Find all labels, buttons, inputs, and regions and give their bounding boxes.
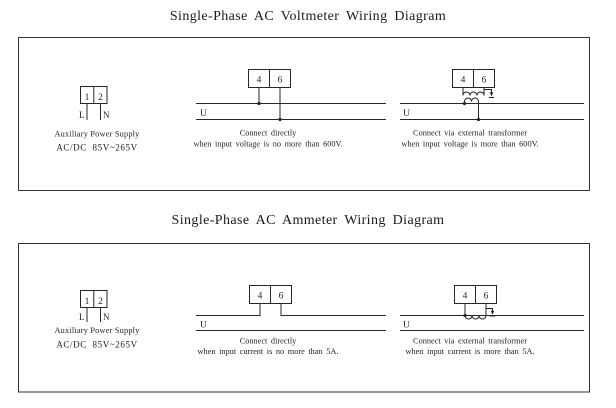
aux-lead-wires xyxy=(86,103,101,120)
voltmeter-section-title: Single-Phase AC Voltmeter Wiring Diagram xyxy=(169,9,447,24)
direct-bus-label: U xyxy=(200,109,207,119)
direct-terminal-6-label: 6 xyxy=(278,76,283,86)
direct-terminal-4-label: 4 xyxy=(258,292,263,302)
aux-live-label: L xyxy=(79,110,85,120)
aux-terminal-1-label: 1 xyxy=(85,297,90,307)
aux-caption: Auxiliary Power Supply xyxy=(54,326,140,335)
direct-caption-line2: when input voltage is no more than 600V. xyxy=(193,140,342,149)
voltmeter-diagram-canvas: 1 2 L N Auxiliary Power Supply AC/DC 85V… xyxy=(18,37,590,191)
aux-neutral-label: N xyxy=(103,110,110,120)
transformer-bus-lines xyxy=(400,103,584,120)
transformer-caption-line1: Connect via external transformer xyxy=(413,337,527,346)
ammeter-section-title: Single-Phase AC Ammeter Wiring Diagram xyxy=(171,213,445,228)
voltmeter-border-box xyxy=(18,37,590,191)
ammeter-border-box xyxy=(18,243,590,393)
transformer-caption-line2: when input voltage is more than 600V. xyxy=(401,140,538,149)
direct-series-wires xyxy=(196,303,386,316)
transformer-secondary-coil xyxy=(462,91,485,96)
transformer-terminal-4-label: 4 xyxy=(463,292,468,302)
ground-arrow-icon xyxy=(489,92,494,97)
ammeter-transformer-panel: 4 6 U Connect via external transformer w… xyxy=(400,285,584,356)
aux-neutral-label: N xyxy=(103,312,110,322)
transformer-terminal-4-label: 4 xyxy=(461,76,466,86)
ground-arrow-icon xyxy=(490,310,495,315)
direct-terminal-4-label: 4 xyxy=(257,76,262,86)
direct-caption-line1: Connect directly xyxy=(240,337,297,346)
aux-live-label: L xyxy=(79,312,85,322)
ground-branch-wire xyxy=(486,308,493,311)
aux-rating: AC/DC 85V~265V xyxy=(56,143,137,153)
ground-branch-wire xyxy=(484,89,492,93)
current-transformer-coil xyxy=(464,315,487,320)
transformer-caption-line2: when input current is more than 5A. xyxy=(405,347,534,356)
direct-caption-line2: when input current is no more than 5A. xyxy=(198,347,339,356)
ammeter-aux-power-panel: 1 2 L N Auxiliary Power Supply AC/DC 85V… xyxy=(54,290,140,350)
transformer-caption-line1: Connect via external transformer xyxy=(413,129,527,138)
ammeter-diagram-canvas: 1 2 L N Auxiliary Power Supply AC/DC 85V… xyxy=(18,243,590,393)
direct-caption-line1: Connect directly xyxy=(240,129,297,138)
transformer-bus-drops xyxy=(464,101,479,120)
aux-terminal-2-label: 2 xyxy=(98,297,103,307)
transformer-terminal-6-label: 6 xyxy=(484,292,489,302)
aux-terminal-2-label: 2 xyxy=(98,93,103,103)
aux-rating: AC/DC 85V~265V xyxy=(56,340,137,350)
aux-lead-wires xyxy=(86,307,101,322)
transformer-lead-wires xyxy=(462,87,485,96)
transformer-bus-lines xyxy=(400,315,584,331)
transformer-bus-label: U xyxy=(403,109,410,119)
aux-terminal-1-label: 1 xyxy=(85,93,90,103)
voltmeter-aux-power-panel: 1 2 L N Auxiliary Power Supply AC/DC 85V… xyxy=(54,86,140,153)
transformer-bus-label: U xyxy=(403,321,410,331)
voltmeter-transformer-panel: 4 6 U Connect via external transformer w… xyxy=(400,69,584,149)
ammeter-direct-panel: 4 6 U Connect directly when input curren… xyxy=(196,285,386,356)
transformer-terminal-6-label: 6 xyxy=(482,76,487,86)
direct-bus-label: U xyxy=(200,321,207,331)
direct-bus-lines xyxy=(196,103,386,120)
transformer-primary-coil xyxy=(464,97,479,102)
voltmeter-direct-panel: 4 6 U Connect directly when input voltag… xyxy=(193,69,386,149)
direct-terminal-6-label: 6 xyxy=(279,292,284,302)
transformer-lead-wires xyxy=(464,303,487,316)
aux-caption: Auxiliary Power Supply xyxy=(54,130,140,139)
